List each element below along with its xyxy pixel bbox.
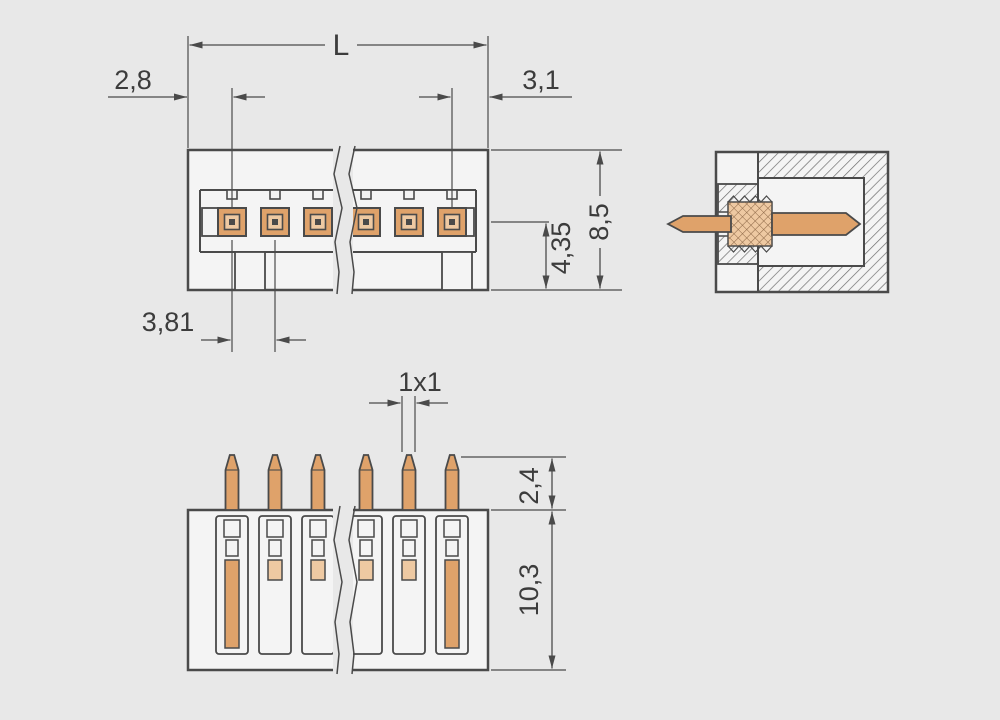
pin-anchor-knurl-hatch [728, 202, 772, 246]
dim-label-pin-cross-section: 1x1 [398, 367, 442, 397]
pin-position-notch [269, 189, 281, 200]
solder-pin [224, 454, 240, 511]
front-pin-contact [394, 207, 424, 237]
solder-pin [267, 454, 283, 511]
dim-label-housing-depth: 10,3 [514, 564, 544, 617]
solder-pin-side [666, 215, 732, 233]
solder-pin [358, 454, 374, 511]
front-break-gap [333, 146, 353, 294]
front-pin-contact [303, 207, 333, 237]
solder-pin [401, 454, 417, 511]
dim-label-overall-length: L [333, 29, 350, 62]
dim-label-left-offset: 2,8 [114, 65, 152, 95]
break-line [333, 505, 343, 675]
side-view [666, 150, 890, 294]
solder-pin [444, 454, 460, 511]
dim-label-pitch: 3,81 [142, 307, 195, 337]
dim-label-pin-axis-to-bottom: 4,35 [546, 222, 576, 275]
pin-position-notch [403, 189, 415, 200]
right-latch-recess [441, 251, 473, 291]
front-view-dimensions: L 2,8 3,1 3,81 4,35 8,5 [108, 29, 622, 352]
pin-position-notch [360, 189, 372, 200]
left-latch-recess [234, 251, 266, 291]
break-line [333, 145, 343, 295]
dim-label-housing-height: 8,5 [584, 203, 614, 241]
knurl-teeth-bottom [727, 245, 773, 253]
pin-position-notch [312, 189, 324, 200]
front-pin-contact [260, 207, 290, 237]
dim-label-pin-tip-length: 2,4 [514, 467, 544, 505]
solder-pin [310, 454, 326, 511]
bottom-view [186, 454, 490, 675]
break-line [348, 145, 358, 295]
break-line [348, 505, 358, 675]
front-view [186, 145, 490, 295]
front-pin-contact [437, 207, 467, 237]
bottom-break-gap [333, 506, 353, 674]
knurl-teeth-top [727, 195, 773, 203]
mating-pin-side [771, 212, 862, 236]
bottom-view-dimensions: 1x1 2,4 10,3 [369, 367, 566, 671]
front-pin-contact [217, 207, 247, 237]
dim-label-right-offset: 3,1 [522, 65, 560, 95]
